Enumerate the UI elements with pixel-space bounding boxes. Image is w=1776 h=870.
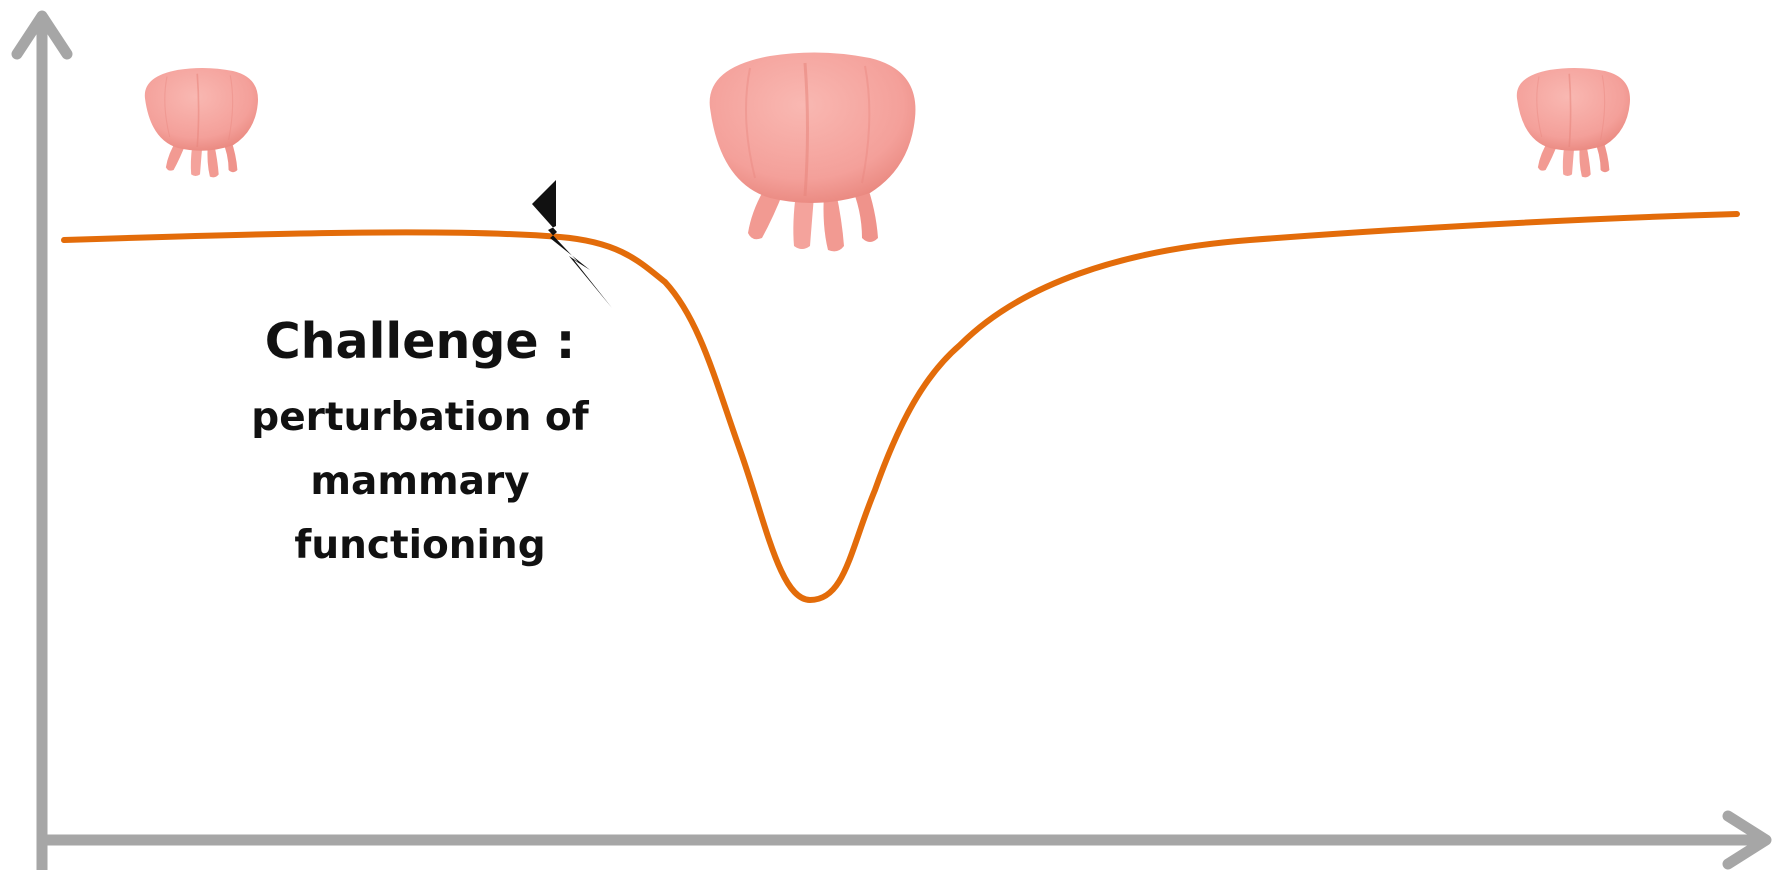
challenge-line-3: functioning	[294, 523, 546, 568]
challenge-line-2: mammary	[310, 459, 530, 504]
challenge-title: Challenge :	[264, 313, 576, 370]
challenge-description: perturbation of mammary functioning	[220, 386, 620, 578]
x-axis	[38, 810, 1772, 870]
x-axis-arrowhead	[1722, 810, 1772, 870]
y-axis	[11, 10, 73, 870]
response-curve	[61, 211, 1740, 604]
udder-icon	[143, 67, 259, 179]
udder-icon	[708, 50, 917, 253]
y-axis-arrowhead	[11, 10, 73, 60]
challenge-line-1: perturbation of	[251, 395, 589, 440]
udder-icon	[1515, 67, 1631, 179]
lightning-bolt-icon	[532, 180, 612, 308]
